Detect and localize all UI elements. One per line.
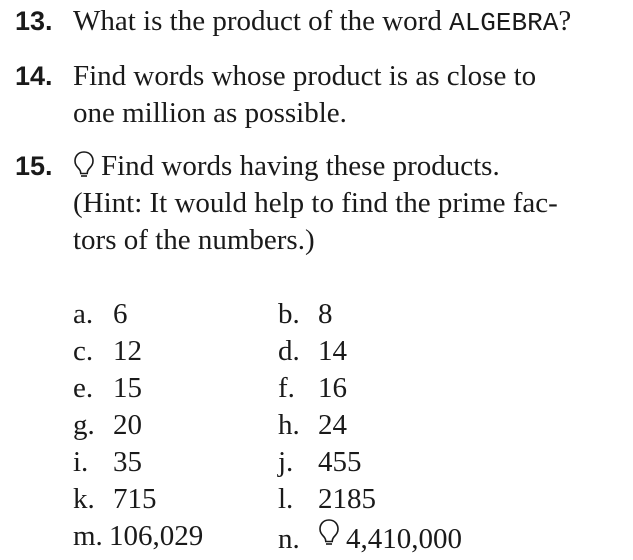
answer-label: a. (73, 298, 94, 330)
answer-item: c. 12 (73, 333, 278, 370)
answer-row: a. 6 b. 8 (73, 296, 613, 333)
answer-label: e. (73, 372, 94, 404)
lightbulb-icon (318, 518, 340, 548)
answer-value: 2185 (318, 483, 376, 515)
answer-row: k. 715 l. 2185 (73, 481, 613, 518)
answer-row: g. 20 h. 24 (73, 407, 613, 444)
answer-row: i. 35 j. 455 (73, 444, 613, 481)
answer-label: c. (73, 335, 94, 367)
answer-row: m.106,029 n. 4,410,000 (73, 518, 613, 555)
answer-label: h. (278, 409, 300, 441)
answer-item: g. 20 (73, 407, 278, 444)
answer-item: i. 35 (73, 444, 278, 481)
answer-value: 6 (113, 298, 128, 330)
problem-15: 15. Find words having these products. (Hi… (15, 148, 558, 259)
answer-item: k. 715 (73, 481, 278, 518)
answer-item: j. 455 (278, 444, 362, 481)
answer-value: 20 (113, 409, 142, 441)
problem-text-line-2: (Hint: It would help to find the prime f… (73, 187, 558, 219)
answer-value: 4,410,000 (346, 523, 462, 555)
answer-item: n. 4,410,000 (278, 518, 462, 555)
answer-item: m.106,029 (73, 518, 278, 555)
answer-value: 106,029 (109, 520, 204, 552)
problem-14: 14. Find words whose product is as close … (15, 58, 536, 132)
problem-number: 15. (15, 151, 53, 181)
problem-text-line-2: one million as possible. (73, 97, 347, 129)
answer-value: 16 (318, 372, 347, 404)
answer-label: d. (278, 335, 300, 367)
answer-row: e. 15 f. 16 (73, 370, 613, 407)
answer-item: f. 16 (278, 370, 347, 407)
answer-row: c. 12 d. 14 (73, 333, 613, 370)
problem-text-end: ? (558, 5, 572, 37)
answer-item: h. 24 (278, 407, 347, 444)
answer-item: b. 8 (278, 296, 333, 333)
answer-item: l. 2185 (278, 481, 376, 518)
answer-value: 715 (113, 483, 157, 515)
lightbulb-icon (73, 150, 95, 180)
answer-label: g. (73, 409, 95, 441)
answer-value: 14 (318, 335, 347, 367)
problem-word: ALGEBRA (449, 8, 559, 38)
answer-item: e. 15 (73, 370, 278, 407)
answer-value: 8 (318, 298, 333, 330)
answer-item: a. 6 (73, 296, 278, 333)
problem-text: What is the product of the word (73, 5, 450, 37)
problem-number: 13. (15, 6, 53, 36)
answer-value: 12 (113, 335, 142, 367)
answer-label: k. (73, 483, 95, 515)
problem-text-line-1: Find words whose product is as close to (73, 60, 537, 92)
answer-label: n. (278, 523, 300, 555)
answer-value: 24 (318, 409, 347, 441)
answer-label: m. (73, 520, 103, 552)
problem-number: 14. (15, 61, 53, 91)
answer-value: 35 (113, 446, 142, 478)
answer-value: 455 (318, 446, 362, 478)
problem-text-line-1: Find words having these products. (101, 150, 500, 182)
answer-label: j. (278, 446, 294, 478)
answer-grid: a. 6 b. 8 c. 12 d. 14 e. 15 f. 16 g. 20 h. 24 i.… (73, 296, 613, 555)
problem-13: 13. What is the product of the word ALGEB… (15, 3, 571, 42)
answer-label: b. (278, 298, 300, 330)
answer-label: i. (73, 446, 89, 478)
answer-item: d. 14 (278, 333, 347, 370)
answer-label: l. (278, 483, 294, 515)
answer-value: 15 (113, 372, 142, 404)
problem-text-line-3: tors of the numbers.) (73, 224, 315, 256)
answer-label: f. (278, 372, 295, 404)
